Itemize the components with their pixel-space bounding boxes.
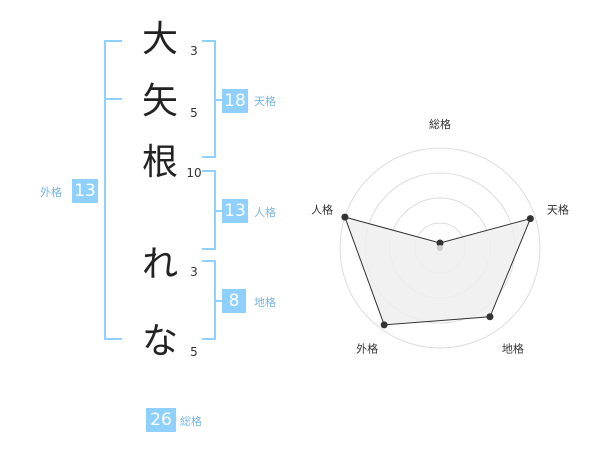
stroke-count-3: 10 xyxy=(186,166,202,180)
tenkaku-label: 天格 xyxy=(254,95,276,108)
jinkaku-label: 人格 xyxy=(254,206,276,219)
chikaku-label: 地格 xyxy=(254,296,276,309)
radar-point-1 xyxy=(436,239,444,247)
jinkaku-value: 13 xyxy=(222,199,248,223)
radar-axis-label-2: 天格 xyxy=(547,203,569,217)
stroke-count-5: 5 xyxy=(190,345,198,359)
radar-axis-label-3: 地格 xyxy=(502,341,524,355)
radar-point-3 xyxy=(486,313,494,321)
radar-point-5 xyxy=(341,213,349,221)
soukaku-value: 26 xyxy=(146,408,176,432)
radar-center-dot xyxy=(437,245,443,251)
gaikaku-value: 13 xyxy=(72,179,98,203)
radar-ring-4 xyxy=(339,147,541,349)
chikaku-value: 8 xyxy=(222,289,246,313)
name-char-3: 根 xyxy=(141,142,178,183)
name-char-4: れ xyxy=(141,244,178,285)
radar-point-2 xyxy=(526,215,534,223)
name-char-1: 大 xyxy=(141,19,178,60)
radar-axis-label-4: 外格 xyxy=(356,341,378,355)
stroke-count-2: 5 xyxy=(190,106,198,120)
gaikaku-label: 外格 xyxy=(40,186,62,199)
name-char-2: 矢 xyxy=(141,81,178,122)
radar-axis-label-5: 人格 xyxy=(311,203,333,217)
radar-point-4 xyxy=(380,321,388,329)
radar-axis-label-1: 総格 xyxy=(429,117,451,131)
radar-polygon xyxy=(344,216,532,326)
stroke-count-4: 3 xyxy=(190,265,198,279)
tenkaku-value: 18 xyxy=(222,89,248,113)
stroke-count-1: 3 xyxy=(190,44,198,58)
name-char-5: な xyxy=(141,321,178,362)
soukaku-label: 総格 xyxy=(180,415,202,428)
